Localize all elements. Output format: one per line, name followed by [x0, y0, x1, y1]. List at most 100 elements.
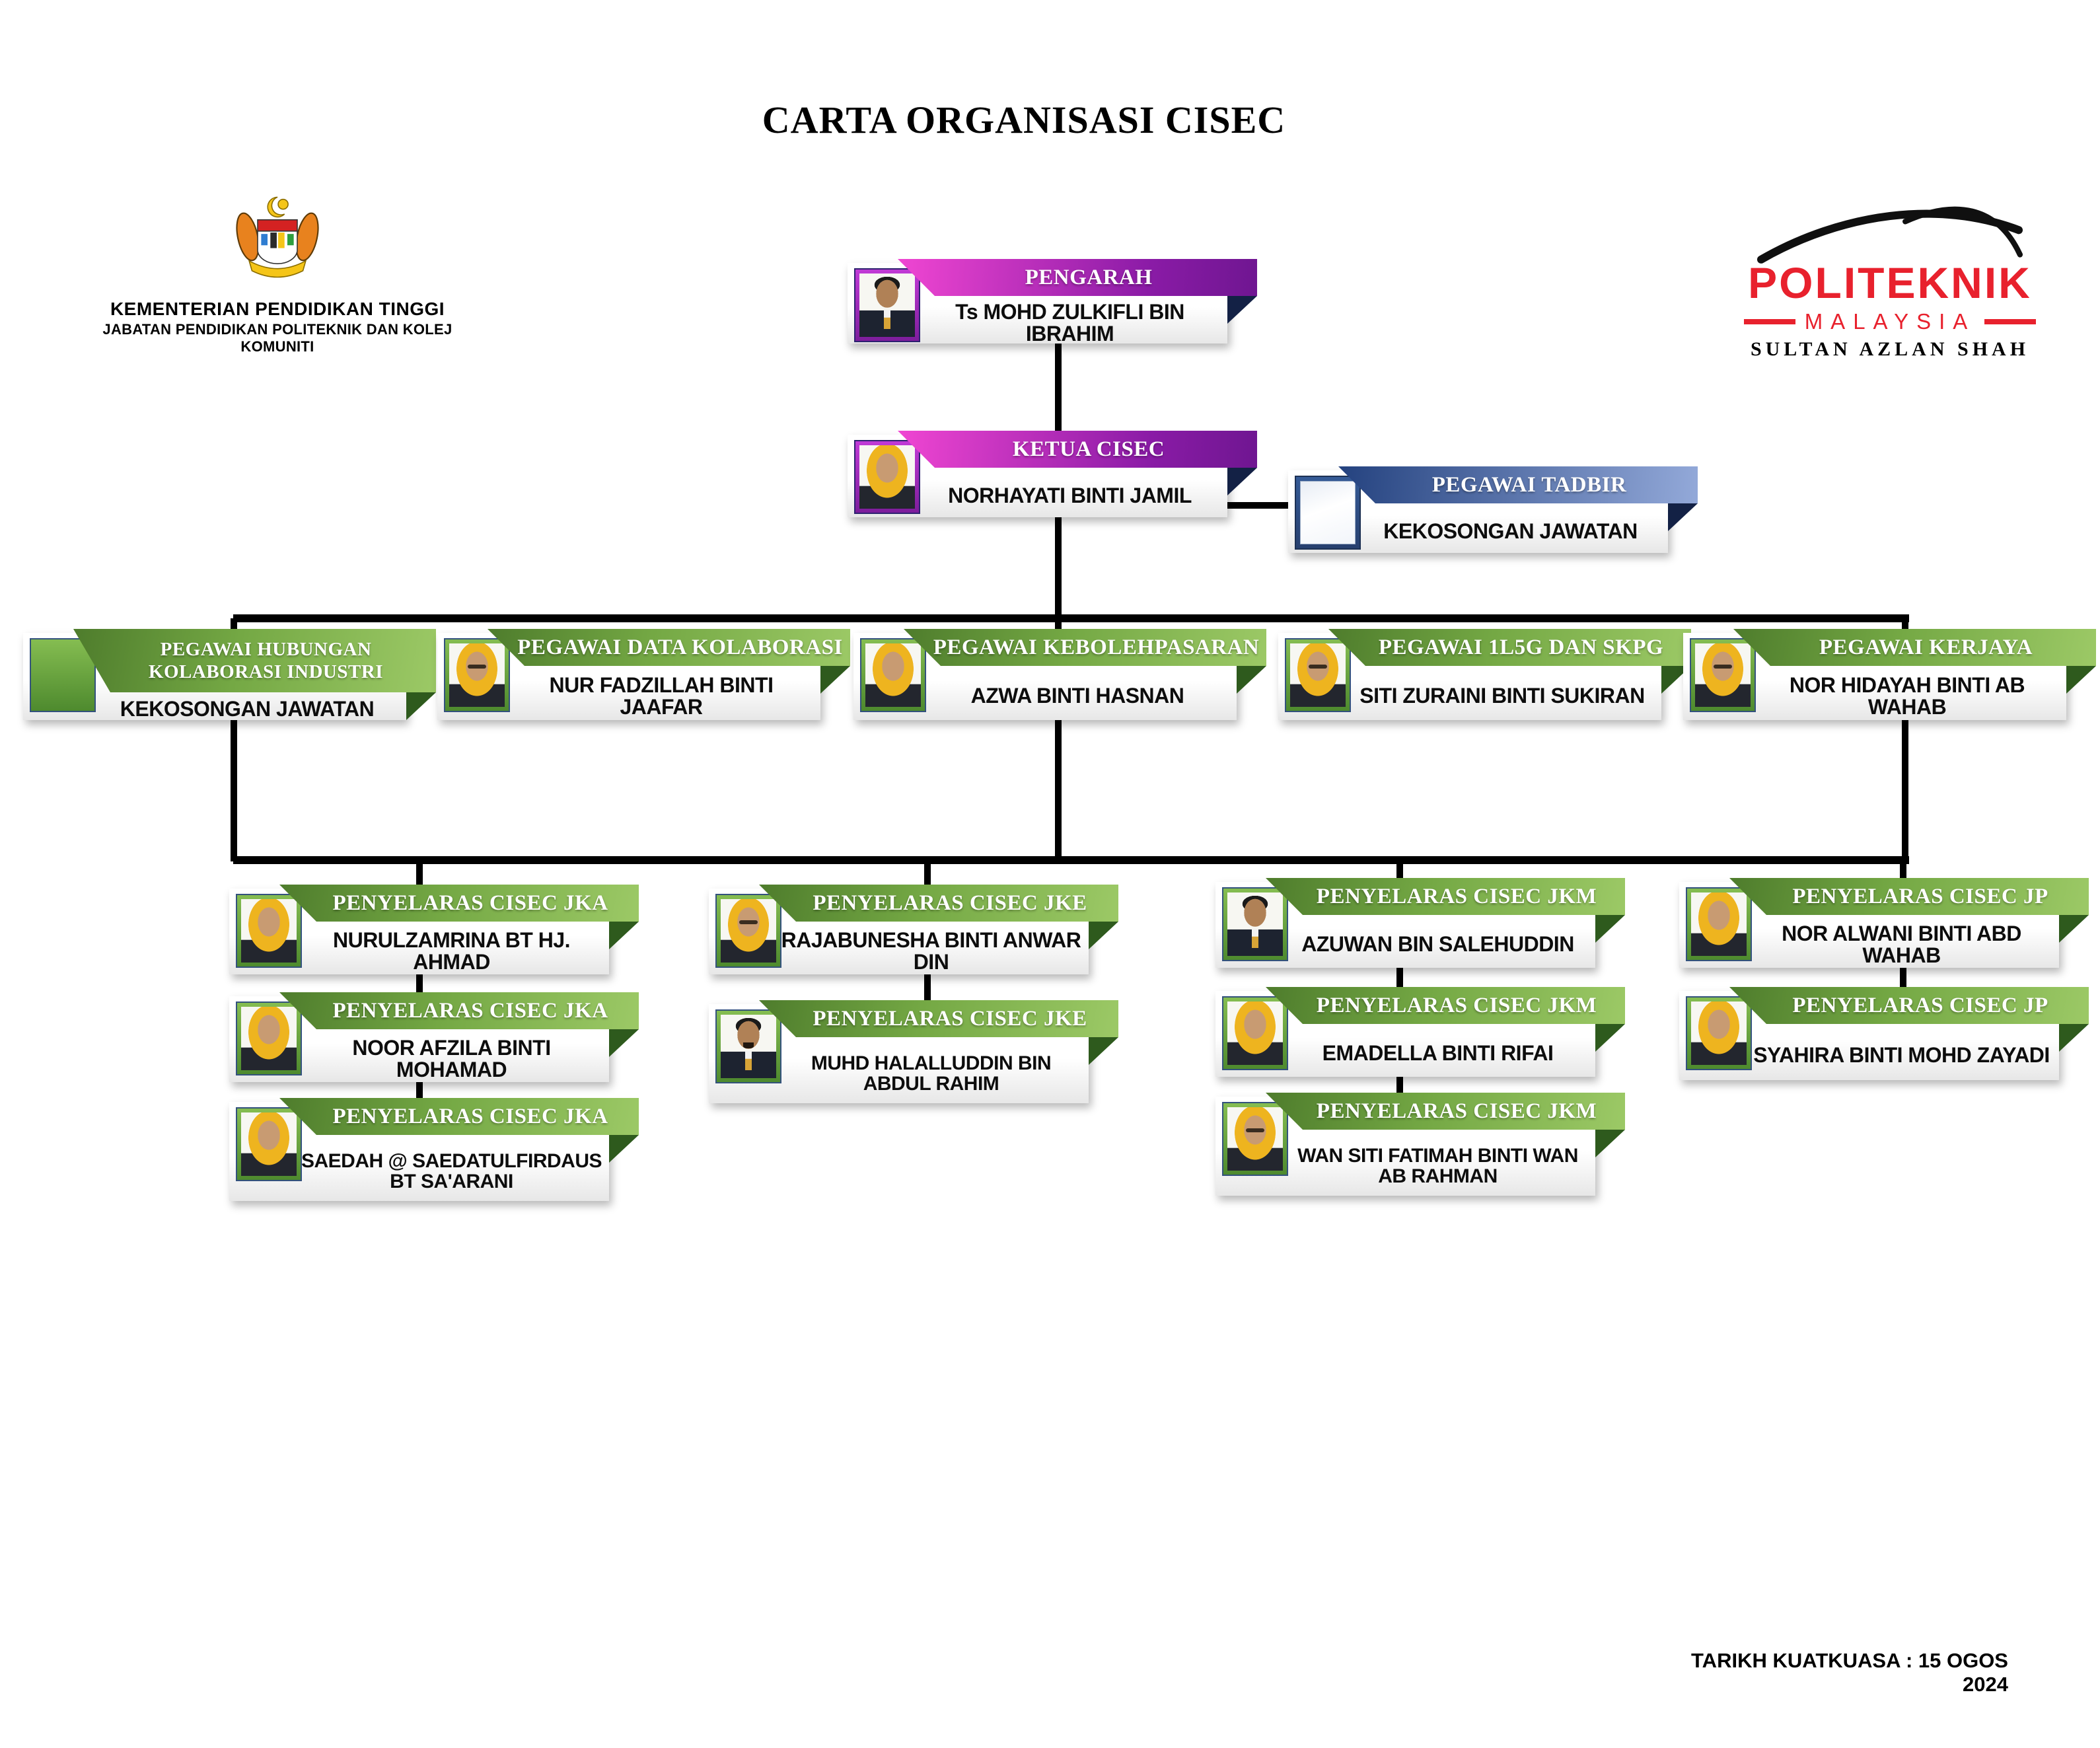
photo-frame [715, 1009, 781, 1083]
connector-line [924, 861, 931, 892]
photo-frame [30, 638, 96, 712]
node-penyelaras-jp-1: PENYELARAS CISEC JP NOR ALWANI BINTI ABD… [1679, 878, 2089, 968]
role-banner: PENYELARAS CISEC JKM [1266, 987, 1625, 1024]
person-name: MUHD HALALLUDDIN BIN ABDUL RAHIM [811, 1052, 1052, 1095]
role-banner: PEGAWAI KERJAYA [1733, 629, 2096, 666]
politeknik-logo-block: POLITEKNIK MALAYSIA SULTAN AZLAN SHAH [1715, 198, 2065, 361]
person-name: RAJABUNESHA BINTI ANWAR DIN [781, 928, 1081, 974]
role-banner: PEGAWAI TADBIR [1338, 466, 1698, 503]
person-name: NOR ALWANI BINTI ABD WAHAB [1782, 921, 2021, 967]
person-name: WAN SITI FATIMAH BINTI WAN AB RAHMAN [1297, 1144, 1578, 1187]
person-name: Ts MOHD ZULKIFLI BIN IBRAHIM [955, 299, 1184, 346]
banner-fold-icon [1227, 296, 1257, 324]
portrait-photo [1290, 643, 1346, 707]
portrait-photo [859, 273, 915, 337]
node-pegawai-kebolehpasaran: PEGAWAI KEBOLEHPASARAN AZWA BINTI HASNAN [853, 629, 1266, 720]
connector-line [1900, 861, 1906, 885]
person-name: SYAHIRA BINTI MOHD ZAYADI [1753, 1042, 2050, 1067]
banner-fold-icon [1595, 1130, 1625, 1157]
role-banner: PEGAWAI HUBUNGAN KOLABORASI INDUSTRI [73, 629, 436, 692]
photo-frame [854, 268, 920, 342]
portrait-photo [721, 899, 776, 963]
connector-line [233, 614, 1909, 622]
portrait-photo [721, 1015, 776, 1078]
malaysia-coat-of-arms-icon [236, 196, 319, 278]
node-penyelaras-jkm-2: PENYELARAS CISEC JKM EMADELLA BINTI RIFA… [1215, 987, 1625, 1077]
node-pegawai-data-kolaborasi: PEGAWAI DATA KOLABORASI NUR FADZILLAH BI… [437, 629, 850, 720]
role-banner: PENYELARAS CISEC JKA [279, 885, 639, 922]
person-name: NOR HIDAYAH BINTI AB WAHAB [1789, 673, 2025, 719]
banner-fold-icon [2066, 666, 2096, 694]
portrait-photo [1227, 1107, 1283, 1171]
node-penyelaras-jp-2: PENYELARAS CISEC JP SYAHIRA BINTI MOHD Z… [1679, 987, 2089, 1080]
connector-line [924, 972, 931, 1007]
department-name: JABATAN PENDIDIKAN POLITEKNIK DAN KOLEJ … [102, 321, 453, 355]
banner-fold-icon [609, 1135, 639, 1163]
photo-frame [860, 638, 926, 712]
portrait-photo [859, 445, 915, 509]
photo-frame [1285, 638, 1351, 712]
banner-fold-icon [2059, 915, 2089, 943]
node-pengarah: PENGARAH Ts MOHD ZULKIFLI BIN IBRAHIM [848, 259, 1257, 346]
person-name: EMADELLA BINTI RIFAI [1322, 1041, 1554, 1066]
connector-line [233, 856, 1909, 864]
person-name: KEKOSONGAN JAWATAN [1383, 519, 1638, 543]
photo-frame [236, 894, 302, 968]
portrait-photo [1695, 643, 1751, 707]
portrait-photo [1691, 892, 1747, 956]
photo-frame [1222, 996, 1288, 1070]
ministry-name: KEMENTERIAN PENDIDIKAN TINGGI [110, 299, 445, 319]
role-banner: PENYELARAS CISEC JP [1729, 878, 2089, 915]
connector-line [1227, 502, 1291, 509]
role-banner: PEGAWAI KEBOLEHPASARAN [904, 629, 1266, 666]
banner-fold-icon [1237, 666, 1266, 694]
banner-fold-icon [1595, 1024, 1625, 1052]
portrait-photo [1227, 1001, 1283, 1065]
photo-frame [444, 638, 510, 712]
banner-fold-icon [609, 922, 639, 949]
banner-fold-icon [609, 1029, 639, 1057]
person-name: NUR FADZILLAH BINTI JAAFAR [549, 673, 774, 719]
politeknik-country: MALAYSIA [1804, 309, 1976, 334]
role-banner: PENYELARAS CISEC JKM [1266, 878, 1625, 915]
role-banner: PENYELARAS CISEC JP [1729, 987, 2089, 1024]
role-banner: PENYELARAS CISEC JKA [279, 1098, 639, 1135]
node-penyelaras-jkm-1: PENYELARAS CISEC JKM AZUWAN BIN SALEHUDD… [1215, 878, 1625, 968]
node-penyelaras-jke-2: PENYELARAS CISEC JKE MUHD HALALLUDDIN BI… [709, 1000, 1118, 1103]
node-penyelaras-jka-3: PENYELARAS CISEC JKA SAEDAH @ SAEDATULFI… [229, 1098, 639, 1201]
role-banner: PENYELARAS CISEC JKE [759, 1000, 1118, 1037]
role-banner: PENYELARAS CISEC JKE [759, 885, 1118, 922]
banner-fold-icon [2059, 1024, 2089, 1052]
node-pegawai-tadbir: PEGAWAI TADBIR KEKOSONGAN JAWATAN [1288, 466, 1698, 553]
politeknik-wordmark: POLITEKNIK [1748, 258, 2032, 307]
node-penyelaras-jka-2: PENYELARAS CISEC JKA NOOR AFZILA BINTI M… [229, 992, 639, 1082]
banner-fold-icon [1089, 1037, 1118, 1065]
role-banner: PENYELARAS CISEC JKM [1266, 1093, 1625, 1130]
logo-right-bar [1984, 319, 2037, 324]
photo-frame [1295, 476, 1361, 550]
banner-fold-icon [1089, 922, 1118, 949]
role-banner: PENGARAH [898, 259, 1257, 296]
portrait-photo [1691, 1001, 1747, 1065]
person-name: NORHAYATI BINTI JAMIL [948, 483, 1192, 507]
node-penyelaras-jkm-3: PENYELARAS CISEC JKM WAN SITI FATIMAH BI… [1215, 1093, 1625, 1196]
photo-frame [1686, 887, 1752, 961]
banner-fold-icon [1595, 915, 1625, 943]
person-name: SAEDAH @ SAEDATULFIRDAUS BT SA'ARANI [301, 1149, 602, 1192]
portrait-photo [1227, 892, 1283, 956]
connector-line [1396, 1074, 1403, 1099]
photo-frame [1222, 1102, 1288, 1176]
person-name: AZWA BINTI HASNAN [970, 684, 1184, 708]
connector-line [1396, 861, 1403, 885]
person-name: NURULZAMRINA BT HJ. AHMAD [332, 928, 571, 974]
person-name: KEKOSONGAN JAWATAN [120, 697, 375, 721]
banner-fold-icon [1227, 468, 1257, 495]
portrait-photo [1300, 481, 1356, 544]
person-name: SITI ZURAINI BINTI SUKIRAN [1359, 684, 1645, 708]
person-name: AZUWAN BIN SALEHUDDIN [1301, 932, 1574, 957]
ministry-logo-block: KEMENTERIAN PENDIDIKAN TINGGI JABATAN PE… [99, 193, 456, 355]
photo-frame [236, 1107, 302, 1181]
banner-fold-icon [1668, 503, 1698, 531]
role-banner: PENYELARAS CISEC JKA [279, 992, 639, 1029]
